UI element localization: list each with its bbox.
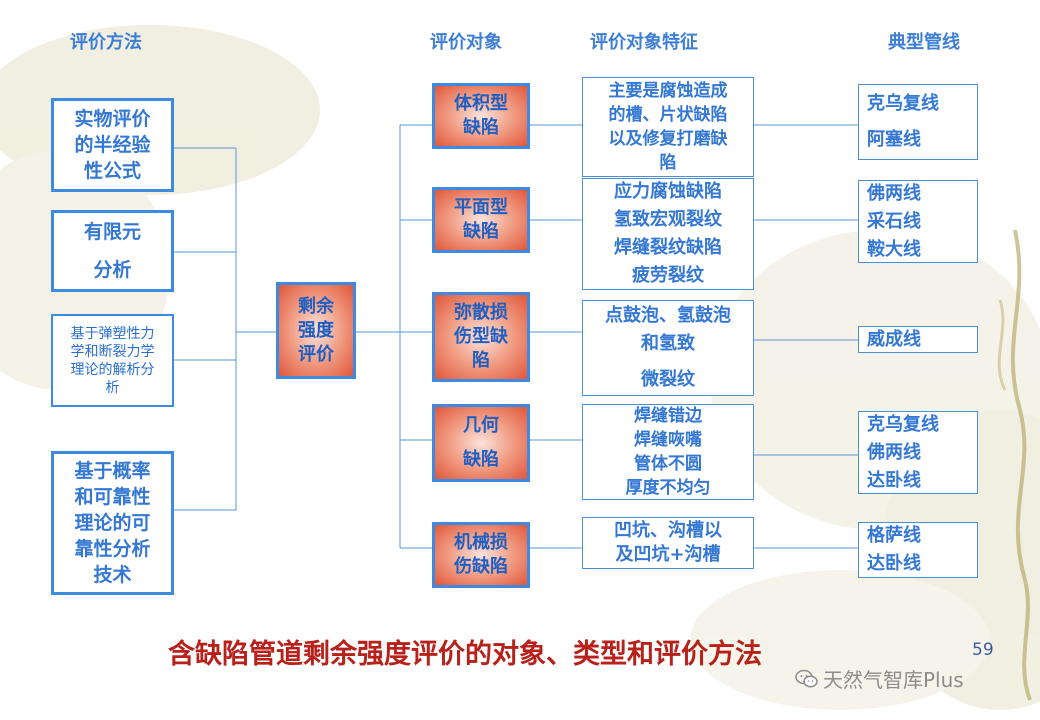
watermark-text: 天然气智库Plus bbox=[823, 668, 964, 692]
pipeline-box-2: 佛两线 采石线 鞍大线 bbox=[858, 180, 978, 263]
object-text: 机械损 bbox=[454, 532, 508, 553]
object-text: 缺陷 bbox=[463, 117, 499, 138]
pipeline-text: 佛两线 bbox=[867, 182, 921, 204]
feature-box-volumetric: 主要是腐蚀造成 的槽、片状缺陷 以及修复打磨缺 陷 bbox=[582, 77, 754, 177]
pipeline-text: 阿塞线 bbox=[867, 129, 921, 150]
method-text: 理论的可 bbox=[74, 512, 151, 534]
header-methods: 评价方法 bbox=[70, 32, 142, 53]
pipeline-text: 格萨线 bbox=[867, 525, 921, 546]
object-text: 陷 bbox=[472, 350, 490, 371]
feature-text: 陷 bbox=[659, 153, 677, 173]
method-text: 实物评价 bbox=[74, 108, 151, 130]
header-pipelines: 典型管线 bbox=[888, 32, 960, 53]
feature-text: 疲劳裂纹 bbox=[632, 265, 704, 286]
method-text: 靠性分析 bbox=[74, 538, 151, 560]
method-box-fea: 有限元 分析 bbox=[51, 210, 174, 292]
header-objects: 评价对象 bbox=[430, 32, 502, 53]
method-text: 和可靠性 bbox=[74, 486, 151, 508]
method-text: 性公式 bbox=[83, 160, 141, 182]
center-text: 评价 bbox=[298, 343, 334, 365]
feature-text: 和氢致 bbox=[641, 333, 695, 354]
object-box-geometric: 几何 缺陷 bbox=[432, 404, 530, 482]
method-text: 分析 bbox=[93, 259, 132, 281]
feature-box-planar: 应力腐蚀缺陷 氢致宏观裂纹 焊缝裂纹缺陷 疲劳裂纹 bbox=[582, 178, 754, 290]
header-features: 评价对象特征 bbox=[590, 32, 698, 53]
pipeline-text: 威成线 bbox=[867, 328, 921, 350]
object-text: 伤缺陷 bbox=[454, 556, 508, 577]
pipeline-text: 采石线 bbox=[867, 210, 921, 232]
object-text: 缺陷 bbox=[463, 221, 499, 242]
pipeline-box-3: 威成线 bbox=[858, 326, 978, 353]
object-text: 体积型 bbox=[454, 93, 508, 114]
object-box-mechanical-damage: 机械损 伤缺陷 bbox=[432, 522, 530, 588]
feature-text: 氢致宏观裂纹 bbox=[614, 209, 722, 230]
feature-text: 管体不圆 bbox=[634, 454, 702, 474]
method-text: 的半经验 bbox=[74, 134, 151, 156]
feature-text: 焊缝裂纹缺陷 bbox=[614, 237, 722, 258]
feature-text: 凹坑、沟槽以 bbox=[614, 520, 722, 541]
object-text: 几何 bbox=[463, 415, 499, 436]
feature-text: 及凹坑+沟槽 bbox=[615, 544, 721, 565]
center-text: 强度 bbox=[298, 319, 334, 341]
pipeline-text: 达卧线 bbox=[867, 553, 921, 574]
pipeline-text: 克乌复线 bbox=[867, 93, 939, 114]
method-text: 技术 bbox=[93, 564, 132, 586]
object-box-volumetric: 体积型 缺陷 bbox=[432, 83, 530, 149]
object-text: 弥散损 bbox=[454, 302, 508, 323]
pipeline-text: 佛两线 bbox=[867, 441, 921, 463]
object-box-planar: 平面型 缺陷 bbox=[432, 187, 530, 253]
page-number: 59 bbox=[972, 640, 994, 660]
feature-text: 主要是腐蚀造成 bbox=[608, 81, 728, 101]
slide-title: 含缺陷管道剩余强度评价的对象、类型和评价方法 bbox=[168, 639, 762, 670]
feature-text: 微裂纹 bbox=[641, 369, 695, 390]
pipeline-text: 克乌复线 bbox=[867, 413, 939, 435]
pipeline-box-5: 格萨线 达卧线 bbox=[858, 522, 978, 578]
method-text: 理论的解析分 bbox=[70, 361, 155, 378]
feature-text: 的槽、片状缺陷 bbox=[608, 105, 728, 125]
feature-text: 厚度不均匀 bbox=[625, 478, 711, 498]
pipeline-box-4: 克乌复线 佛两线 达卧线 bbox=[858, 411, 978, 494]
feature-box-mechanical: 凹坑、沟槽以 及凹坑+沟槽 bbox=[582, 517, 754, 569]
method-text: 基于概率 bbox=[74, 460, 151, 482]
feature-box-geometric: 焊缝错边 焊缝咴嘴 管体不圆 厚度不均匀 bbox=[582, 404, 754, 500]
method-text: 析 bbox=[105, 379, 120, 396]
pipeline-box-1: 克乌复线 阿塞线 bbox=[858, 84, 978, 160]
watermark: 天然气智库Plus bbox=[795, 664, 964, 693]
method-text: 有限元 bbox=[83, 221, 141, 243]
object-text: 伤型缺 bbox=[454, 326, 508, 347]
background-vine bbox=[1010, 229, 1032, 701]
object-box-diffuse-damage: 弥散损 伤型缺 陷 bbox=[432, 292, 530, 382]
method-box-analytical: 基于弹塑性力 学和断裂力学 理论的解析分 析 bbox=[51, 314, 174, 407]
center-text: 剩余 bbox=[298, 295, 334, 317]
pipeline-text: 达卧线 bbox=[867, 469, 921, 491]
center-box-residual-strength: 剩余 强度 评价 bbox=[276, 282, 356, 379]
background-vine bbox=[997, 299, 1007, 391]
method-box-reliability: 基于概率 和可靠性 理论的可 靠性分析 技术 bbox=[51, 451, 174, 595]
feature-box-diffuse: 点鼓泡、氢鼓泡 和氢致 微裂纹 bbox=[582, 300, 754, 396]
feature-text: 焊缝错边 bbox=[634, 406, 702, 426]
feature-text: 点鼓泡、氢鼓泡 bbox=[605, 305, 731, 326]
background-leaf-shape bbox=[690, 570, 990, 710]
object-text: 缺陷 bbox=[463, 449, 499, 470]
object-text: 平面型 bbox=[454, 197, 508, 218]
feature-text: 焊缝咴嘴 bbox=[634, 430, 702, 450]
wechat-icon bbox=[795, 669, 818, 687]
pipeline-text: 鞍大线 bbox=[867, 238, 921, 260]
method-box-semi-empirical: 实物评价 的半经验 性公式 bbox=[51, 98, 174, 192]
feature-text: 应力腐蚀缺陷 bbox=[614, 181, 722, 202]
method-text: 学和断裂力学 bbox=[70, 343, 155, 360]
feature-text: 以及修复打磨缺 bbox=[608, 129, 728, 149]
method-text: 基于弹塑性力 bbox=[70, 325, 155, 342]
